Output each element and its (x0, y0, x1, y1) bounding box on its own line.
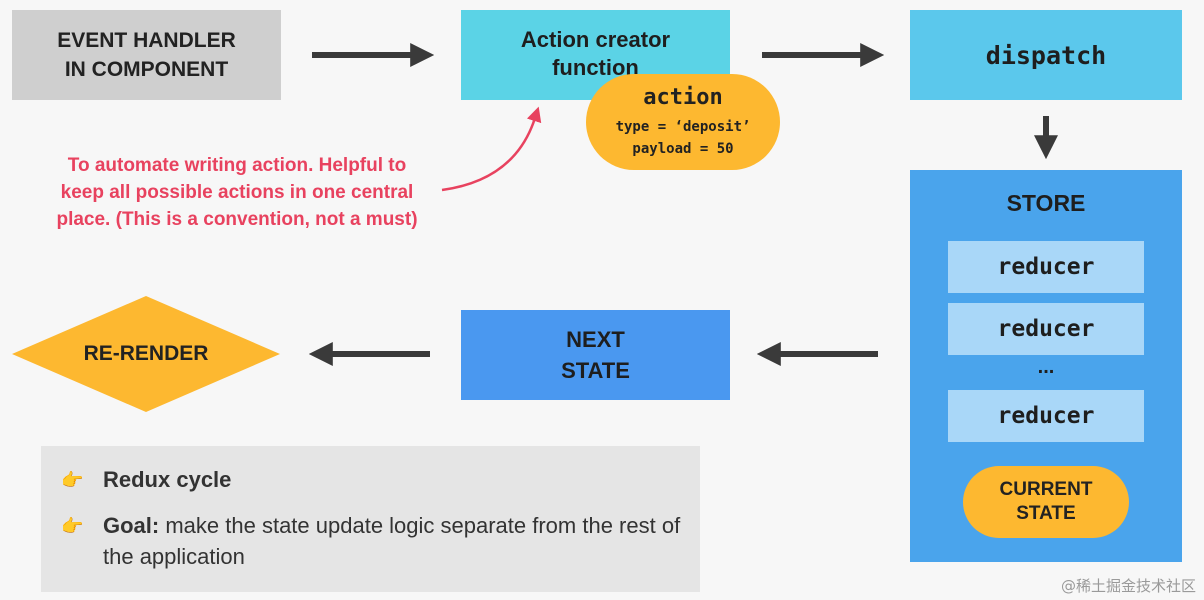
next-state-box: NEXT STATE (461, 310, 730, 400)
current-state-pill: CURRENT STATE (963, 466, 1129, 538)
event-handler-line1: EVENT HANDLER (57, 29, 236, 52)
arrow-note-to-creator (441, 106, 542, 192)
dispatch-box: dispatch (910, 10, 1182, 100)
reducer-3: reducer (948, 390, 1144, 442)
action-creator-line1: Action creator (520, 27, 671, 52)
next-state-line2: STATE (561, 358, 630, 383)
action-payload-line: payload = 50 (632, 140, 734, 157)
action-title: action (643, 84, 723, 110)
goal-item: Goal: make the state update logic separa… (103, 510, 683, 572)
pointing-hand-icon: 👉 (61, 516, 84, 536)
rerender-diamond (12, 296, 280, 412)
event-handler-line2: IN COMPONENT (64, 58, 229, 81)
watermark: @稀土掘金技术社区 (1060, 577, 1196, 595)
rerender-label: RE-RENDER (83, 342, 209, 365)
redux-cycle-item: Redux cycle (103, 467, 232, 492)
goal-text: make the state update logic separate fro… (103, 513, 681, 569)
note-line3: place. (This is a convention, not a must… (56, 209, 418, 230)
event-handler-box: EVENT HANDLER IN COMPONENT (12, 10, 281, 100)
reducer-1: reducer (948, 241, 1144, 293)
current-state-line2: STATE (1016, 503, 1076, 524)
reducer-2: reducer (948, 303, 1144, 355)
action-type-line: type = ‘deposit’ (615, 118, 751, 135)
note-line1: To automate writing action. Helpful to (67, 155, 407, 176)
store-box: STORE reducer reducer ... reducer CURREN… (910, 170, 1182, 562)
action-pill: action type = ‘deposit’ payload = 50 (586, 74, 780, 170)
next-state-line1: NEXT (566, 327, 625, 352)
reducer-ellipsis: ... (1037, 356, 1055, 378)
goal-label: Goal: (103, 513, 160, 538)
note-line2: keep all possible actions in one central (60, 182, 414, 203)
action-creator-box: Action creator function (461, 10, 730, 100)
dispatch-label: dispatch (985, 40, 1107, 70)
redux-summary-panel: 👉 Redux cycle 👉 Goal: make the state upd… (41, 446, 700, 592)
current-state-line1: CURRENT (999, 479, 1093, 500)
action-creator-note: To automate writing action. Helpful to k… (22, 152, 452, 233)
store-label: STORE (1006, 190, 1086, 216)
pointing-hand-icon: 👉 (61, 470, 84, 490)
